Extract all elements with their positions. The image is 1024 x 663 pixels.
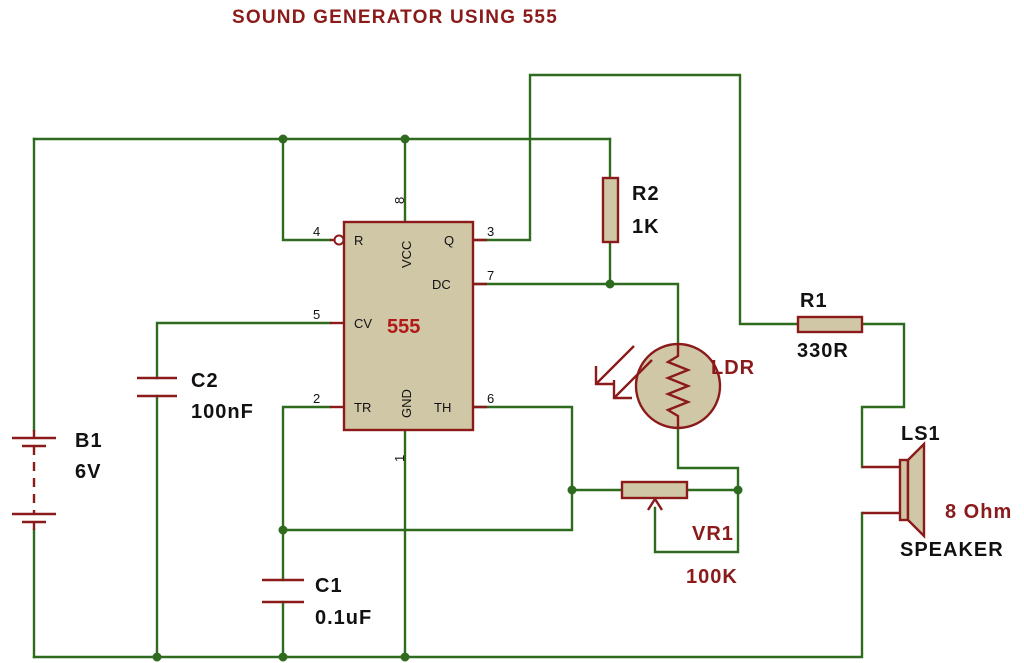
pin-label-vcc: VCC: [399, 241, 414, 268]
resistor-r2: R2 1K: [601, 176, 660, 244]
junction: [278, 134, 288, 144]
ls1-ref: LS1: [901, 423, 941, 445]
vr1-wiper-arrow: [646, 496, 664, 511]
junction: [733, 485, 743, 495]
ic-body: [342, 220, 475, 432]
pin-label-discharge: DC: [432, 277, 451, 292]
ldr: LDR: [594, 342, 755, 430]
wire-cv: [155, 321, 332, 380]
wire-threshold: [281, 405, 574, 532]
resistor-r2-body: [601, 176, 620, 244]
potentiometer-vr1: VR1 100K: [620, 480, 738, 588]
pin-label-threshold: TH: [434, 400, 451, 415]
battery-b1: B1 6V: [12, 430, 103, 530]
pin-number-4: 4: [313, 224, 320, 239]
wire-gnd-rail: [32, 511, 864, 659]
c1-ref: C1: [315, 575, 343, 597]
junction: [278, 652, 288, 662]
pin-number-5: 5: [313, 307, 320, 322]
wire-reset: [281, 137, 332, 242]
b1-value: 6V: [75, 461, 101, 483]
vr1-body: [620, 480, 689, 500]
pin-number-6: 6: [487, 391, 494, 406]
junction: [400, 652, 410, 662]
capacitor-c2: C2 100nF: [137, 370, 254, 423]
capacitor-c1: C1 0.1uF: [262, 575, 372, 629]
wire-trigger: [281, 405, 332, 582]
vr1-ref: VR1: [692, 523, 734, 545]
vr1-value: 100K: [686, 566, 738, 588]
junction: [278, 525, 288, 535]
c2-ref: C2: [191, 370, 219, 392]
pin-label-reset: R: [354, 233, 363, 248]
r1-ref: R1: [800, 290, 828, 312]
pin-label-gnd: GND: [399, 389, 414, 418]
r2-value: 1K: [632, 216, 660, 238]
speaker-cone: [906, 441, 926, 539]
reset-inversion-bubble: [333, 234, 345, 246]
wire-discharge: [471, 282, 680, 347]
wire-r1-right: [860, 322, 906, 469]
light-arrows-icon: [594, 345, 653, 400]
pin-label-output: Q: [444, 233, 454, 248]
wire-vr1-wiper: [653, 488, 740, 554]
wire-output: [471, 73, 800, 326]
pin-label-control: CV: [354, 316, 372, 331]
wires: [32, 73, 906, 659]
pin-number-2: 2: [313, 391, 320, 406]
c1-value: 0.1uF: [315, 607, 372, 629]
pin-number-8: 8: [392, 197, 407, 204]
junction: [400, 134, 410, 144]
ls1-type: SPEAKER: [900, 539, 1004, 561]
speaker-ls1: LS1 8 Ohm SPEAKER: [862, 423, 1012, 561]
pin-number-7: 7: [487, 268, 494, 283]
c2-value: 100nF: [191, 401, 254, 423]
ic-555: 555 R Q DC CV TR TH VCC GND 4 5 2 3 7 6 …: [313, 197, 494, 462]
ls1-value: 8 Ohm: [945, 501, 1012, 523]
diagram-title: SOUND GENERATOR USING 555: [232, 7, 558, 28]
ic-name: 555: [387, 316, 420, 338]
ldr-zigzag: [664, 345, 692, 428]
resistor-r1-body: [796, 315, 864, 334]
pin-number-1: 1: [392, 455, 407, 462]
r2-ref: R2: [632, 183, 660, 205]
resistor-r1: R1 330R: [796, 290, 864, 362]
r1-value: 330R: [797, 340, 849, 362]
junctions: [152, 134, 743, 662]
wire-ldr-bottom: [676, 426, 740, 492]
b1-ref: B1: [75, 430, 103, 452]
junction: [605, 279, 615, 289]
pin-number-3: 3: [487, 224, 494, 239]
junction: [152, 652, 162, 662]
ldr-ref: LDR: [711, 357, 755, 379]
pin-label-trigger: TR: [354, 400, 371, 415]
junction: [567, 485, 577, 495]
